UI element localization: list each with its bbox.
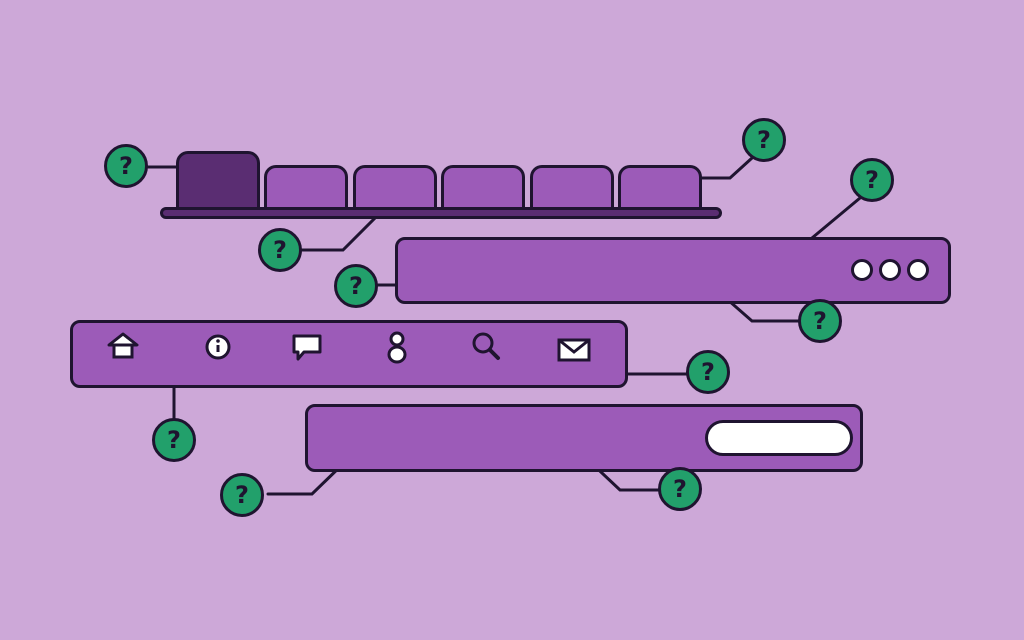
tab[interactable]: [530, 165, 614, 210]
home-icon[interactable]: [106, 330, 140, 364]
connector-line: [298, 203, 390, 252]
search-icon[interactable]: [469, 330, 503, 364]
tab[interactable]: [353, 165, 437, 210]
help-marker[interactable]: ?: [258, 228, 302, 272]
help-marker[interactable]: ?: [798, 299, 842, 343]
connector-line: [697, 156, 754, 180]
more-dots-icon[interactable]: [879, 259, 901, 281]
tab-bar-rail: [160, 207, 722, 219]
help-marker[interactable]: ?: [658, 467, 702, 511]
icon-nav-bar: [70, 320, 628, 388]
help-marker[interactable]: ?: [152, 418, 196, 462]
tab[interactable]: [618, 165, 702, 210]
help-marker[interactable]: ?: [104, 144, 148, 188]
help-marker[interactable]: ?: [220, 473, 264, 517]
connector-line: [266, 460, 347, 496]
tab[interactable]: [264, 165, 348, 210]
user-icon[interactable]: [383, 330, 411, 366]
help-marker[interactable]: ?: [742, 118, 786, 162]
info-icon[interactable]: [203, 332, 233, 362]
help-marker[interactable]: ?: [686, 350, 730, 394]
tab-active[interactable]: [176, 151, 260, 210]
search-field[interactable]: [705, 420, 853, 456]
mail-icon[interactable]: [556, 337, 592, 363]
tab[interactable]: [441, 165, 525, 210]
more-dots-icon[interactable]: [851, 259, 873, 281]
more-dots-icon[interactable]: [907, 259, 929, 281]
help-marker[interactable]: ?: [334, 264, 378, 308]
chat-icon[interactable]: [290, 332, 324, 364]
help-marker[interactable]: ?: [850, 158, 894, 202]
